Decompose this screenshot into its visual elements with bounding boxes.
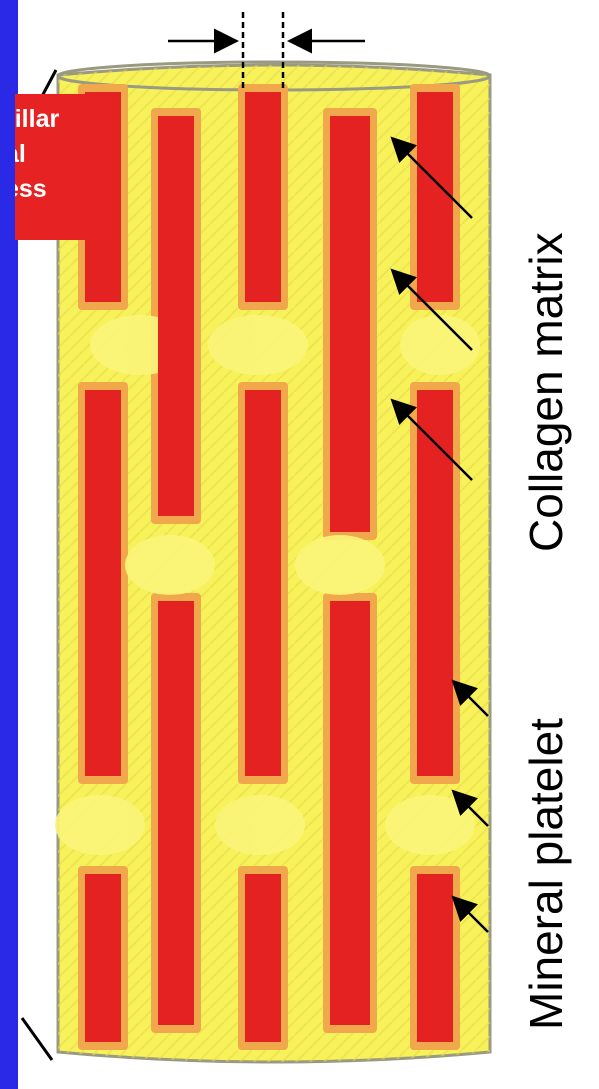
platelet: [417, 92, 453, 302]
platelet: [245, 390, 281, 776]
platelet: [85, 390, 121, 776]
cropped-label-line-2: al: [15, 137, 112, 172]
mineral-platelet-label: Mineral platelet: [519, 718, 573, 1030]
platelet: [417, 390, 453, 776]
platelet: [417, 874, 453, 1042]
platelet: [158, 116, 194, 516]
platelet: [245, 92, 281, 302]
cropped-label-line-1: rillar: [15, 102, 112, 137]
cropped-label-line-3: ess: [15, 172, 112, 207]
platelet: [85, 874, 121, 1042]
platelet: [330, 601, 370, 1025]
platelet: [330, 116, 370, 532]
collagen-matrix-label: Collagen matrix: [519, 232, 573, 552]
platelet: [245, 874, 281, 1042]
platelet: [158, 601, 194, 1025]
cropped-label-box: rillar al ess: [15, 94, 112, 240]
